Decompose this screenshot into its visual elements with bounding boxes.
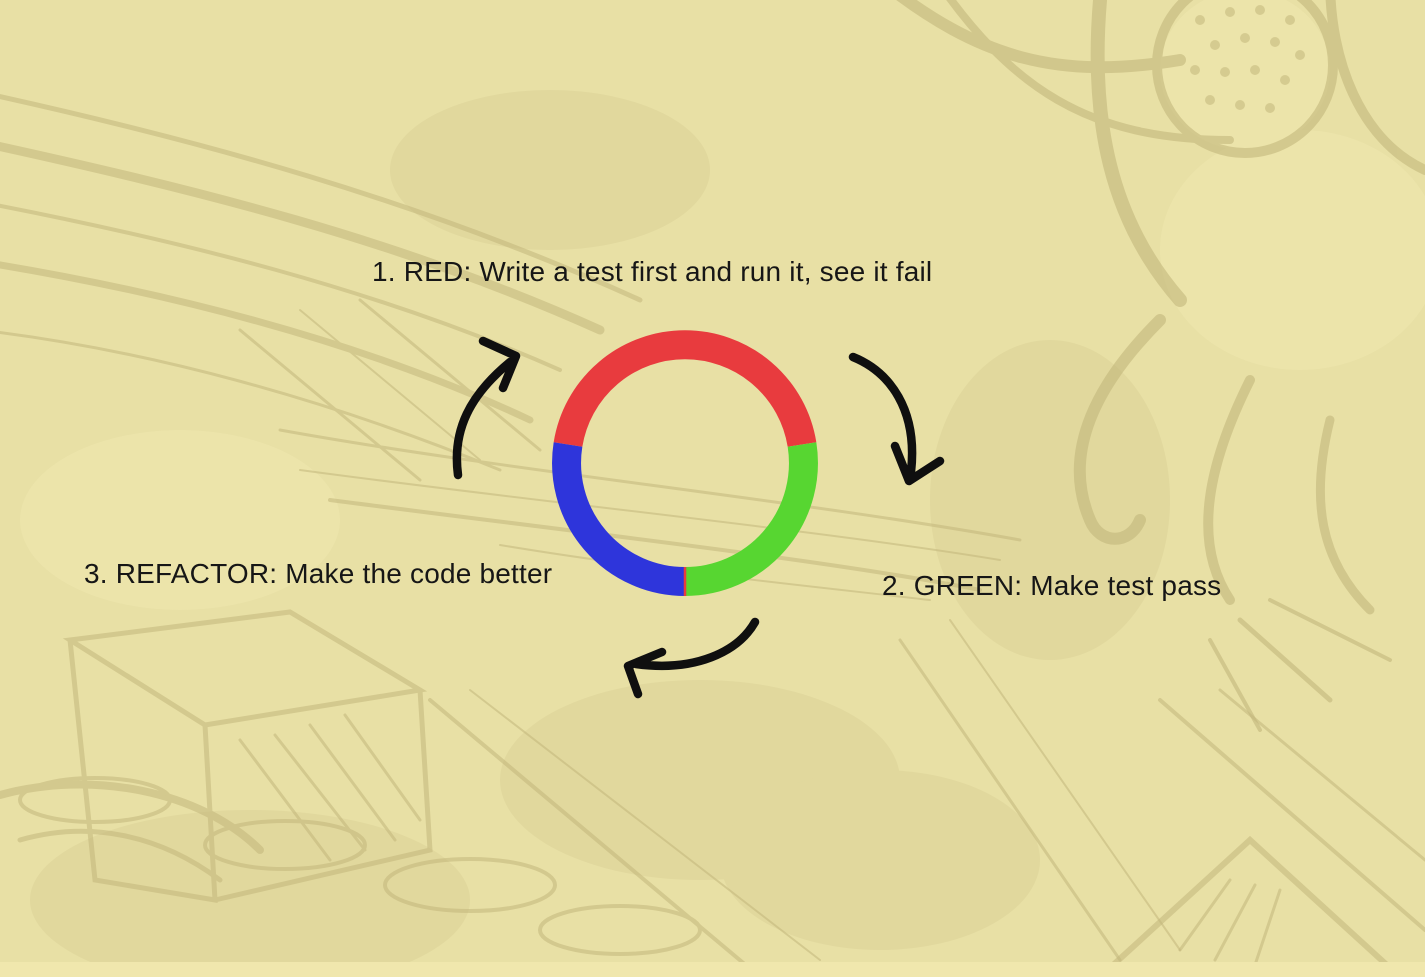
donut-segment-red bbox=[553, 330, 817, 448]
background-light-patches bbox=[20, 0, 1425, 610]
eagle-artwork-strokes bbox=[896, 0, 1425, 732]
roof-artwork-strokes bbox=[1097, 688, 1425, 977]
cycle-arrow-bottom-icon bbox=[623, 617, 760, 699]
cycle-arrow-top-right-icon bbox=[848, 352, 945, 486]
bottom-edge-strip bbox=[0, 962, 1425, 977]
cycle-arrow-top-left-icon bbox=[452, 336, 521, 480]
dotted-ball-dots bbox=[1190, 5, 1305, 113]
tdd-cycle-donut-segments bbox=[552, 330, 818, 596]
feather-sweep-strokes bbox=[0, 94, 1022, 601]
step-2-green-label: 2. GREEN: Make test pass bbox=[882, 570, 1222, 601]
step-3-refactor-label: 3. REFACTOR: Make the code better bbox=[84, 558, 553, 589]
background-tone-blobs bbox=[30, 90, 1170, 977]
donut-segment-green bbox=[684, 442, 818, 596]
rubble-artwork-strokes bbox=[0, 609, 1181, 977]
donut-segment-blue bbox=[552, 442, 686, 596]
step-1-red-label: 1. RED: Write a test first and run it, s… bbox=[372, 256, 933, 287]
